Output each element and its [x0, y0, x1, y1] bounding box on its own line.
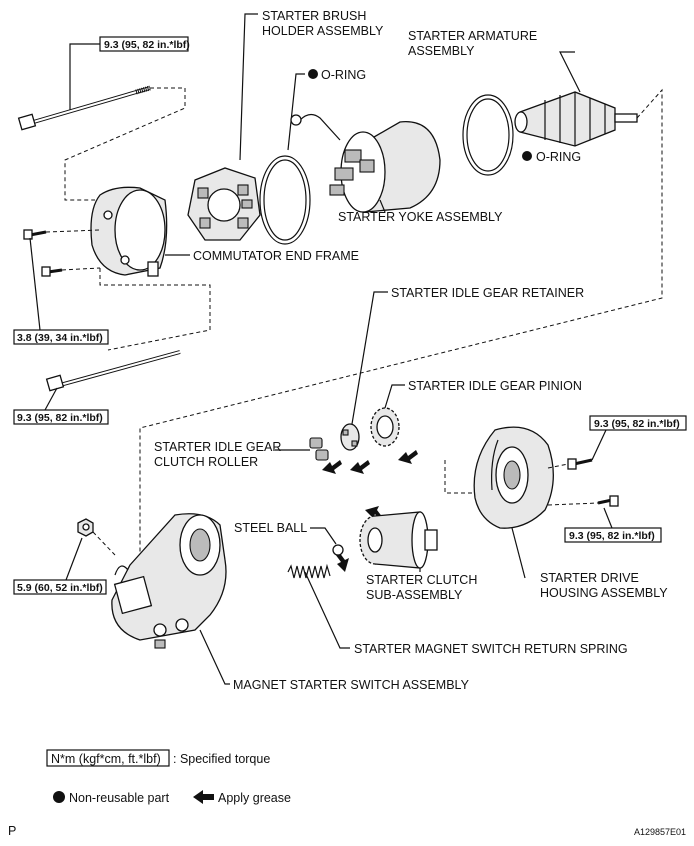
torque-1: 9.3 (95, 82 in.*lbf): [104, 39, 190, 51]
terminal-nut: [77, 518, 94, 537]
torque-3: 9.3 (95, 82 in.*lbf): [17, 412, 103, 424]
label-o-ring-top: O-RING: [321, 68, 366, 82]
label-idle-retainer: STARTER IDLE GEAR RETAINER: [391, 286, 584, 300]
torque-box-3: [13, 409, 109, 425]
o-ring-right: [462, 94, 514, 176]
idle-gear-retainer: [340, 423, 360, 451]
torque-box-4: [589, 415, 687, 431]
label-idle-roller-2: CLUTCH ROLLER: [154, 455, 258, 469]
starter-armature: [514, 91, 638, 147]
drive-housing-bolt-1: [567, 458, 593, 470]
label-armature-1: STARTER ARMATURE: [408, 29, 537, 43]
torque-2: 3.8 (39, 34 in.*lbf): [17, 332, 103, 344]
label-idle-pinion: STARTER IDLE GEAR PINION: [408, 379, 582, 393]
starter-drive-housing: [473, 426, 554, 529]
torque-box-6: [13, 579, 107, 595]
legend-torque-box-text: N*m (kgf*cm, ft.*lbf): [51, 752, 161, 766]
torque-5: 9.3 (95, 82 in.*lbf): [569, 530, 655, 542]
footer-left: P: [8, 824, 16, 838]
label-o-ring-right: O-RING: [536, 150, 581, 164]
label-brush-holder-1: STARTER BRUSH: [262, 9, 366, 23]
commutator-end-frame: [90, 186, 168, 277]
footer-right: A129857E01: [634, 827, 686, 837]
label-magnet-switch: MAGNET STARTER SWITCH ASSEMBLY: [233, 678, 470, 692]
label-armature-2: ASSEMBLY: [408, 44, 475, 58]
nonreusable-dot-1: [308, 69, 318, 79]
legend-torque-text: : Specified torque: [173, 752, 270, 766]
steel-ball: [332, 544, 344, 556]
label-yoke: STARTER YOKE ASSEMBLY: [338, 210, 503, 224]
o-ring-left: [259, 155, 311, 245]
legend-nonreusable-dot: [53, 791, 65, 803]
label-clutch-2: SUB-ASSEMBLY: [366, 588, 463, 602]
torque-4: 9.3 (95, 82 in.*lbf): [594, 418, 680, 430]
nonreusable-dot-2: [522, 151, 532, 161]
drive-housing-bolt-2: [597, 495, 619, 507]
through-bolt-top: [17, 85, 151, 131]
legend-grease: Apply grease: [218, 791, 291, 805]
label-idle-roller-1: STARTER IDLE GEAR: [154, 440, 281, 454]
label-brush-holder-2: HOLDER ASSEMBLY: [262, 24, 384, 38]
label-commutator: COMMUTATOR END FRAME: [193, 249, 359, 263]
legend-torque-box: [46, 749, 170, 767]
label-drive-housing-1: STARTER DRIVE: [540, 571, 639, 585]
label-steel-ball: STEEL BALL: [234, 521, 307, 535]
torque-box-2: [13, 329, 109, 345]
label-clutch-1: STARTER CLUTCH: [366, 573, 477, 587]
torque-6: 5.9 (60, 52 in.*lbf): [17, 582, 103, 594]
idle-gear-pinion: [370, 407, 400, 447]
through-bolt-bottom: [45, 350, 181, 392]
return-spring: [287, 563, 331, 579]
small-screws: [23, 229, 63, 277]
torque-box-5: [564, 527, 662, 543]
legend-nonreusable: Non-reusable part: [69, 791, 170, 805]
label-drive-housing-2: HOUSING ASSEMBLY: [540, 586, 668, 600]
magnet-starter-switch: [111, 513, 227, 649]
idle-gear-rollers: [309, 437, 329, 461]
label-return-spring: STARTER MAGNET SWITCH RETURN SPRING: [354, 642, 628, 656]
legend-grease-arrow: [193, 790, 214, 804]
brush-holder: [187, 167, 261, 241]
starter-clutch: [359, 511, 438, 569]
starter-yoke: [290, 113, 441, 213]
